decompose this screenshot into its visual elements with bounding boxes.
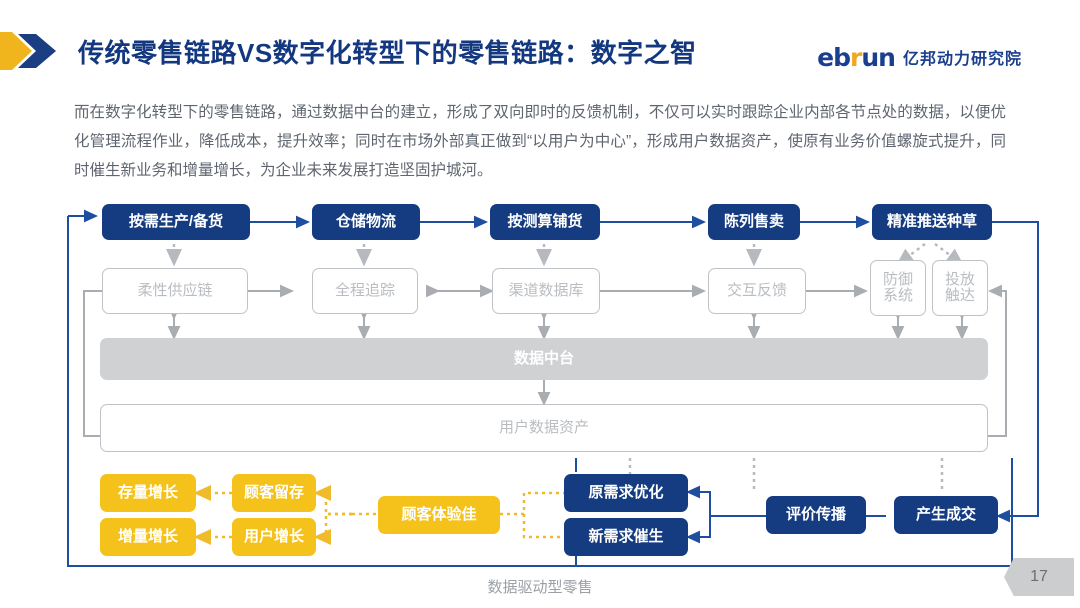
chevron-arrows-icon: [0, 32, 56, 70]
slide-header: 传统零售链路VS数字化转型下的零售链路：数字之智 ebrun 亿邦动力研究院: [0, 0, 1080, 92]
node-yellow-customer-experience[interactable]: 顾客体验佳: [378, 496, 500, 534]
node-second-3[interactable]: 渠道数据库: [492, 268, 600, 314]
logo-word-part-r: r: [850, 42, 862, 72]
node-label: 按需生产/备货: [128, 213, 224, 230]
node-top-3[interactable]: 按测算铺货: [490, 204, 600, 240]
node-label: 按测算铺货: [507, 213, 583, 230]
node-second-4[interactable]: 交互反馈: [708, 268, 806, 314]
node-yellow-user-growth[interactable]: 用户增长: [232, 518, 316, 556]
node-yellow-stock-growth[interactable]: 存量增长: [100, 474, 196, 512]
node-label: 用户数据资产: [498, 419, 589, 436]
node-yellow-incremental-growth[interactable]: 增量增长: [100, 518, 196, 556]
node-label: 评价传播: [785, 506, 846, 523]
node-label: 防御 系统: [882, 271, 913, 304]
page-title: 传统零售链路VS数字化转型下的零售链路：数字之智: [78, 38, 697, 68]
node-second-6[interactable]: 投放 触达: [932, 260, 988, 316]
node-label: 用户增长: [243, 528, 304, 545]
node-label: 顾客留存: [243, 484, 304, 501]
node-label: 柔性供应链: [137, 282, 213, 299]
node-bottom-review-spread[interactable]: 评价传播: [766, 496, 866, 534]
node-second-1[interactable]: 柔性供应链: [102, 268, 248, 314]
logo-wordmark: ebrun: [817, 42, 896, 72]
page-number: 17: [1030, 568, 1048, 585]
node-label: 产生成交: [915, 506, 976, 523]
node-yellow-customer-retention[interactable]: 顾客留存: [232, 474, 316, 512]
node-top-1[interactable]: 按需生产/备货: [102, 204, 250, 240]
node-label: 原需求优化: [588, 484, 664, 501]
logo-word-part-b: un: [861, 42, 896, 72]
node-label: 精准推送种草: [886, 213, 977, 230]
node-bottom-transaction[interactable]: 产生成交: [894, 496, 998, 534]
node-label: 投放 触达: [944, 271, 975, 304]
node-label: 全程追踪: [334, 282, 395, 299]
bar-data-middle-platform[interactable]: 数据中台: [100, 338, 988, 380]
diagram-caption: 数据驱动型零售: [487, 579, 593, 596]
logo-chinese-name: 亿邦动力研究院: [902, 51, 1022, 68]
node-label: 交互反馈: [726, 282, 787, 299]
node-label: 陈列售卖: [723, 213, 784, 230]
node-top-2[interactable]: 仓储物流: [312, 204, 420, 240]
node-label: 增量增长: [117, 528, 178, 545]
node-label: 仓储物流: [335, 213, 396, 230]
node-label: 顾客体验佳: [401, 506, 477, 523]
node-label: 新需求催生: [588, 528, 664, 545]
node-label: 存量增长: [117, 484, 178, 501]
node-second-5[interactable]: 防御 系统: [870, 260, 926, 316]
node-top-5[interactable]: 精准推送种草: [872, 204, 992, 240]
ebrun-logo: ebrun 亿邦动力研究院: [817, 40, 1022, 74]
node-label: 渠道数据库: [508, 282, 584, 299]
logo-word-part-a: eb: [817, 42, 851, 72]
node-second-2[interactable]: 全程追踪: [312, 268, 418, 314]
page-number-badge: 17: [1004, 558, 1074, 596]
body-paragraph: 而在数字化转型下的零售链路，通过数据中台的建立，形成了双向即时的反馈机制，不仅可…: [74, 104, 1006, 179]
node-bottom-original-demand[interactable]: 原需求优化: [564, 474, 688, 512]
node-bottom-new-demand[interactable]: 新需求催生: [564, 518, 688, 556]
node-top-4[interactable]: 陈列售卖: [708, 204, 800, 240]
node-label: 数据中台: [513, 350, 574, 367]
bar-user-data-assets[interactable]: 用户数据资产: [100, 404, 988, 452]
retail-chain-diagram: 按需生产/备货 仓储物流 按测算铺货 陈列售卖 精准推送种草 柔性供应链 全程追…: [0, 196, 1080, 608]
